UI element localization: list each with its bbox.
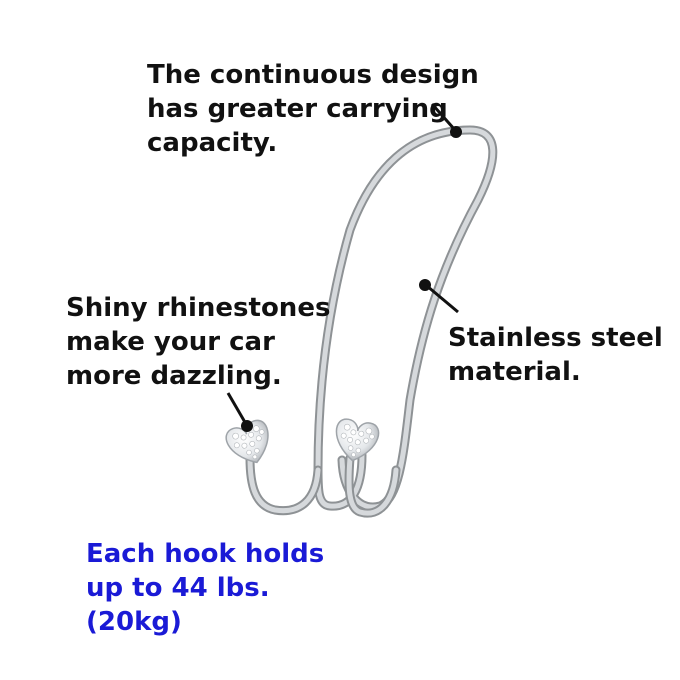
- callout-line: The continuous design: [147, 60, 479, 90]
- steel-wire: [245, 125, 498, 518]
- callout-continuous-design: The continuous design has greater carryi…: [147, 58, 479, 160]
- pointer-top: [430, 103, 462, 138]
- callout-line: capacity.: [147, 128, 278, 158]
- pointer-left: [226, 392, 253, 432]
- callout-line: make your car: [66, 327, 275, 357]
- callout-stainless-steel: Stainless steel material.: [448, 321, 663, 389]
- rhinestone-heart-right: [335, 418, 380, 462]
- callout-line: has greater carrying: [147, 94, 448, 124]
- callout-line: up to 44 lbs.: [86, 573, 270, 603]
- pointer-right: [419, 279, 459, 314]
- callout-rhinestones: Shiny rhinestones make your car more daz…: [66, 291, 330, 393]
- callout-line: Stainless steel: [448, 323, 663, 353]
- callout-load-capacity: Each hook holds up to 44 lbs. (20kg): [86, 537, 324, 639]
- callout-line: Each hook holds: [86, 539, 325, 569]
- callout-line: (20kg): [86, 607, 182, 637]
- callout-line: material.: [448, 357, 581, 387]
- callout-line: Shiny rhinestones: [66, 293, 331, 323]
- callout-line: more dazzling.: [66, 361, 282, 391]
- rhinestone-heart-left: [225, 419, 269, 464]
